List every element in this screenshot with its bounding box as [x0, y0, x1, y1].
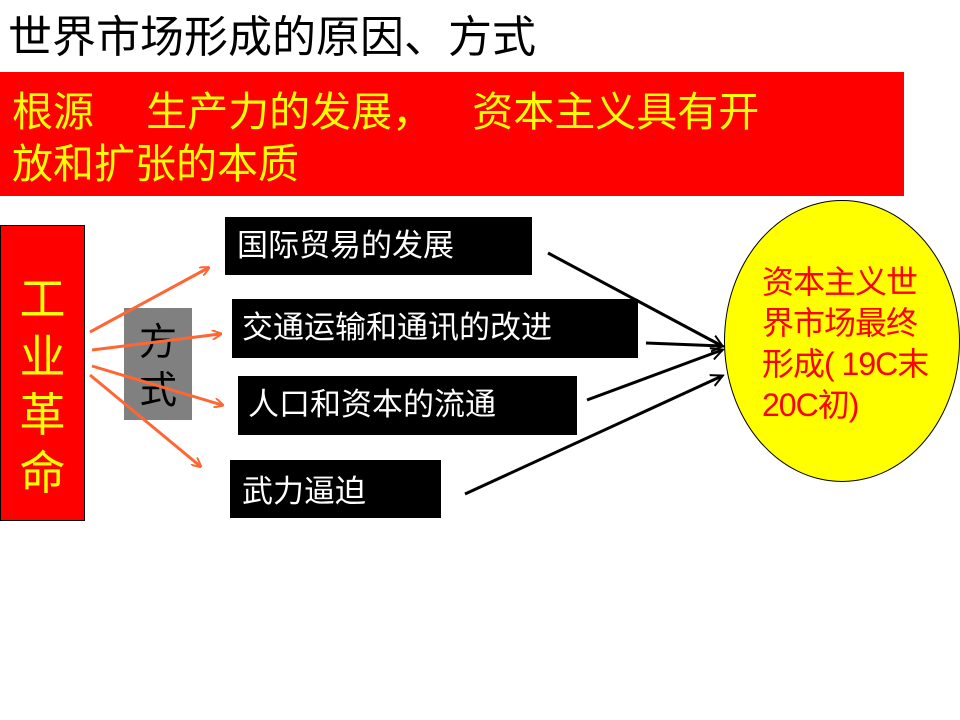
result-line-2: 界市场最终 [762, 305, 918, 341]
industrial-char-4: 命 [19, 446, 66, 500]
black-arrow-3 [586, 350, 722, 402]
orange-arrow-3 [91, 364, 222, 405]
orange-arrow-1 [89, 268, 208, 334]
root-productivity: 生产力的发展， [146, 88, 434, 136]
black-arrow-4 [464, 376, 722, 496]
page-title: 世界市场形成的原因、方式 [8, 12, 536, 63]
way-box-population-capital: 人口和资本的流通 [238, 376, 577, 435]
root-capitalism: 资本主义具有开 [472, 88, 760, 136]
industrial-char-2: 业 [19, 330, 66, 384]
industrial-char-1: 工 [19, 272, 66, 326]
result-text: 资本主义世 界市场最终 形成( 19C末 20C初) [762, 262, 958, 426]
root-cause-box: 根源 生产力的发展， 资本主义具有开 放和扩张的本质 [0, 72, 904, 196]
root-cause-line-1: 根源 生产力的发展， 资本主义具有开 [12, 86, 904, 138]
industrial-char-3: 革 [19, 388, 66, 442]
orange-arrow-2 [91, 334, 220, 352]
way-box-transport: 交通运输和通讯的改进 [232, 299, 638, 358]
root-label: 根源 [12, 88, 94, 136]
way-box-trade: 国际贸易的发展 [225, 217, 532, 275]
result-ellipse [724, 200, 960, 482]
root-cause-line-2: 放和扩张的本质 [12, 140, 299, 188]
result-line-4: 20C初) [762, 387, 859, 423]
result-line-3: 形成( 19C末 [762, 346, 929, 382]
orange-arrow-4 [89, 373, 200, 466]
industrial-revolution-box: 工 业 革 命 [0, 225, 85, 521]
way-box-force: 武力逼迫 [230, 460, 441, 518]
black-arrow-2 [645, 343, 722, 346]
result-line-1: 资本主义世 [762, 264, 918, 300]
